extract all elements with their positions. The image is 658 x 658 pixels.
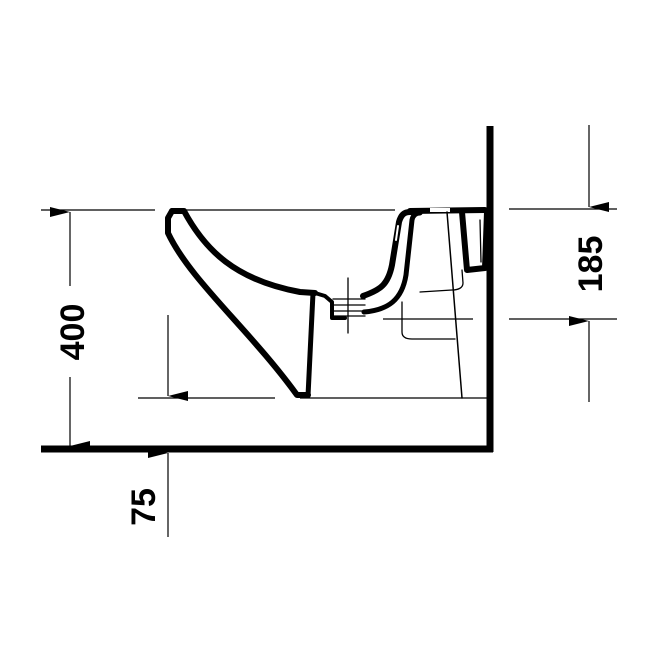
dimension-label-400: 400 (54, 304, 92, 361)
wall-and-floor (41, 126, 494, 453)
dimension-75: 75 (125, 315, 188, 537)
dimension-label-75: 75 (125, 488, 163, 526)
dimension-label-185: 185 (572, 236, 610, 293)
bidet-body (165, 207, 490, 399)
extension-lines (41, 208, 617, 399)
dimension-185: 185 (569, 125, 610, 402)
dimension-400: 400 (50, 207, 92, 451)
